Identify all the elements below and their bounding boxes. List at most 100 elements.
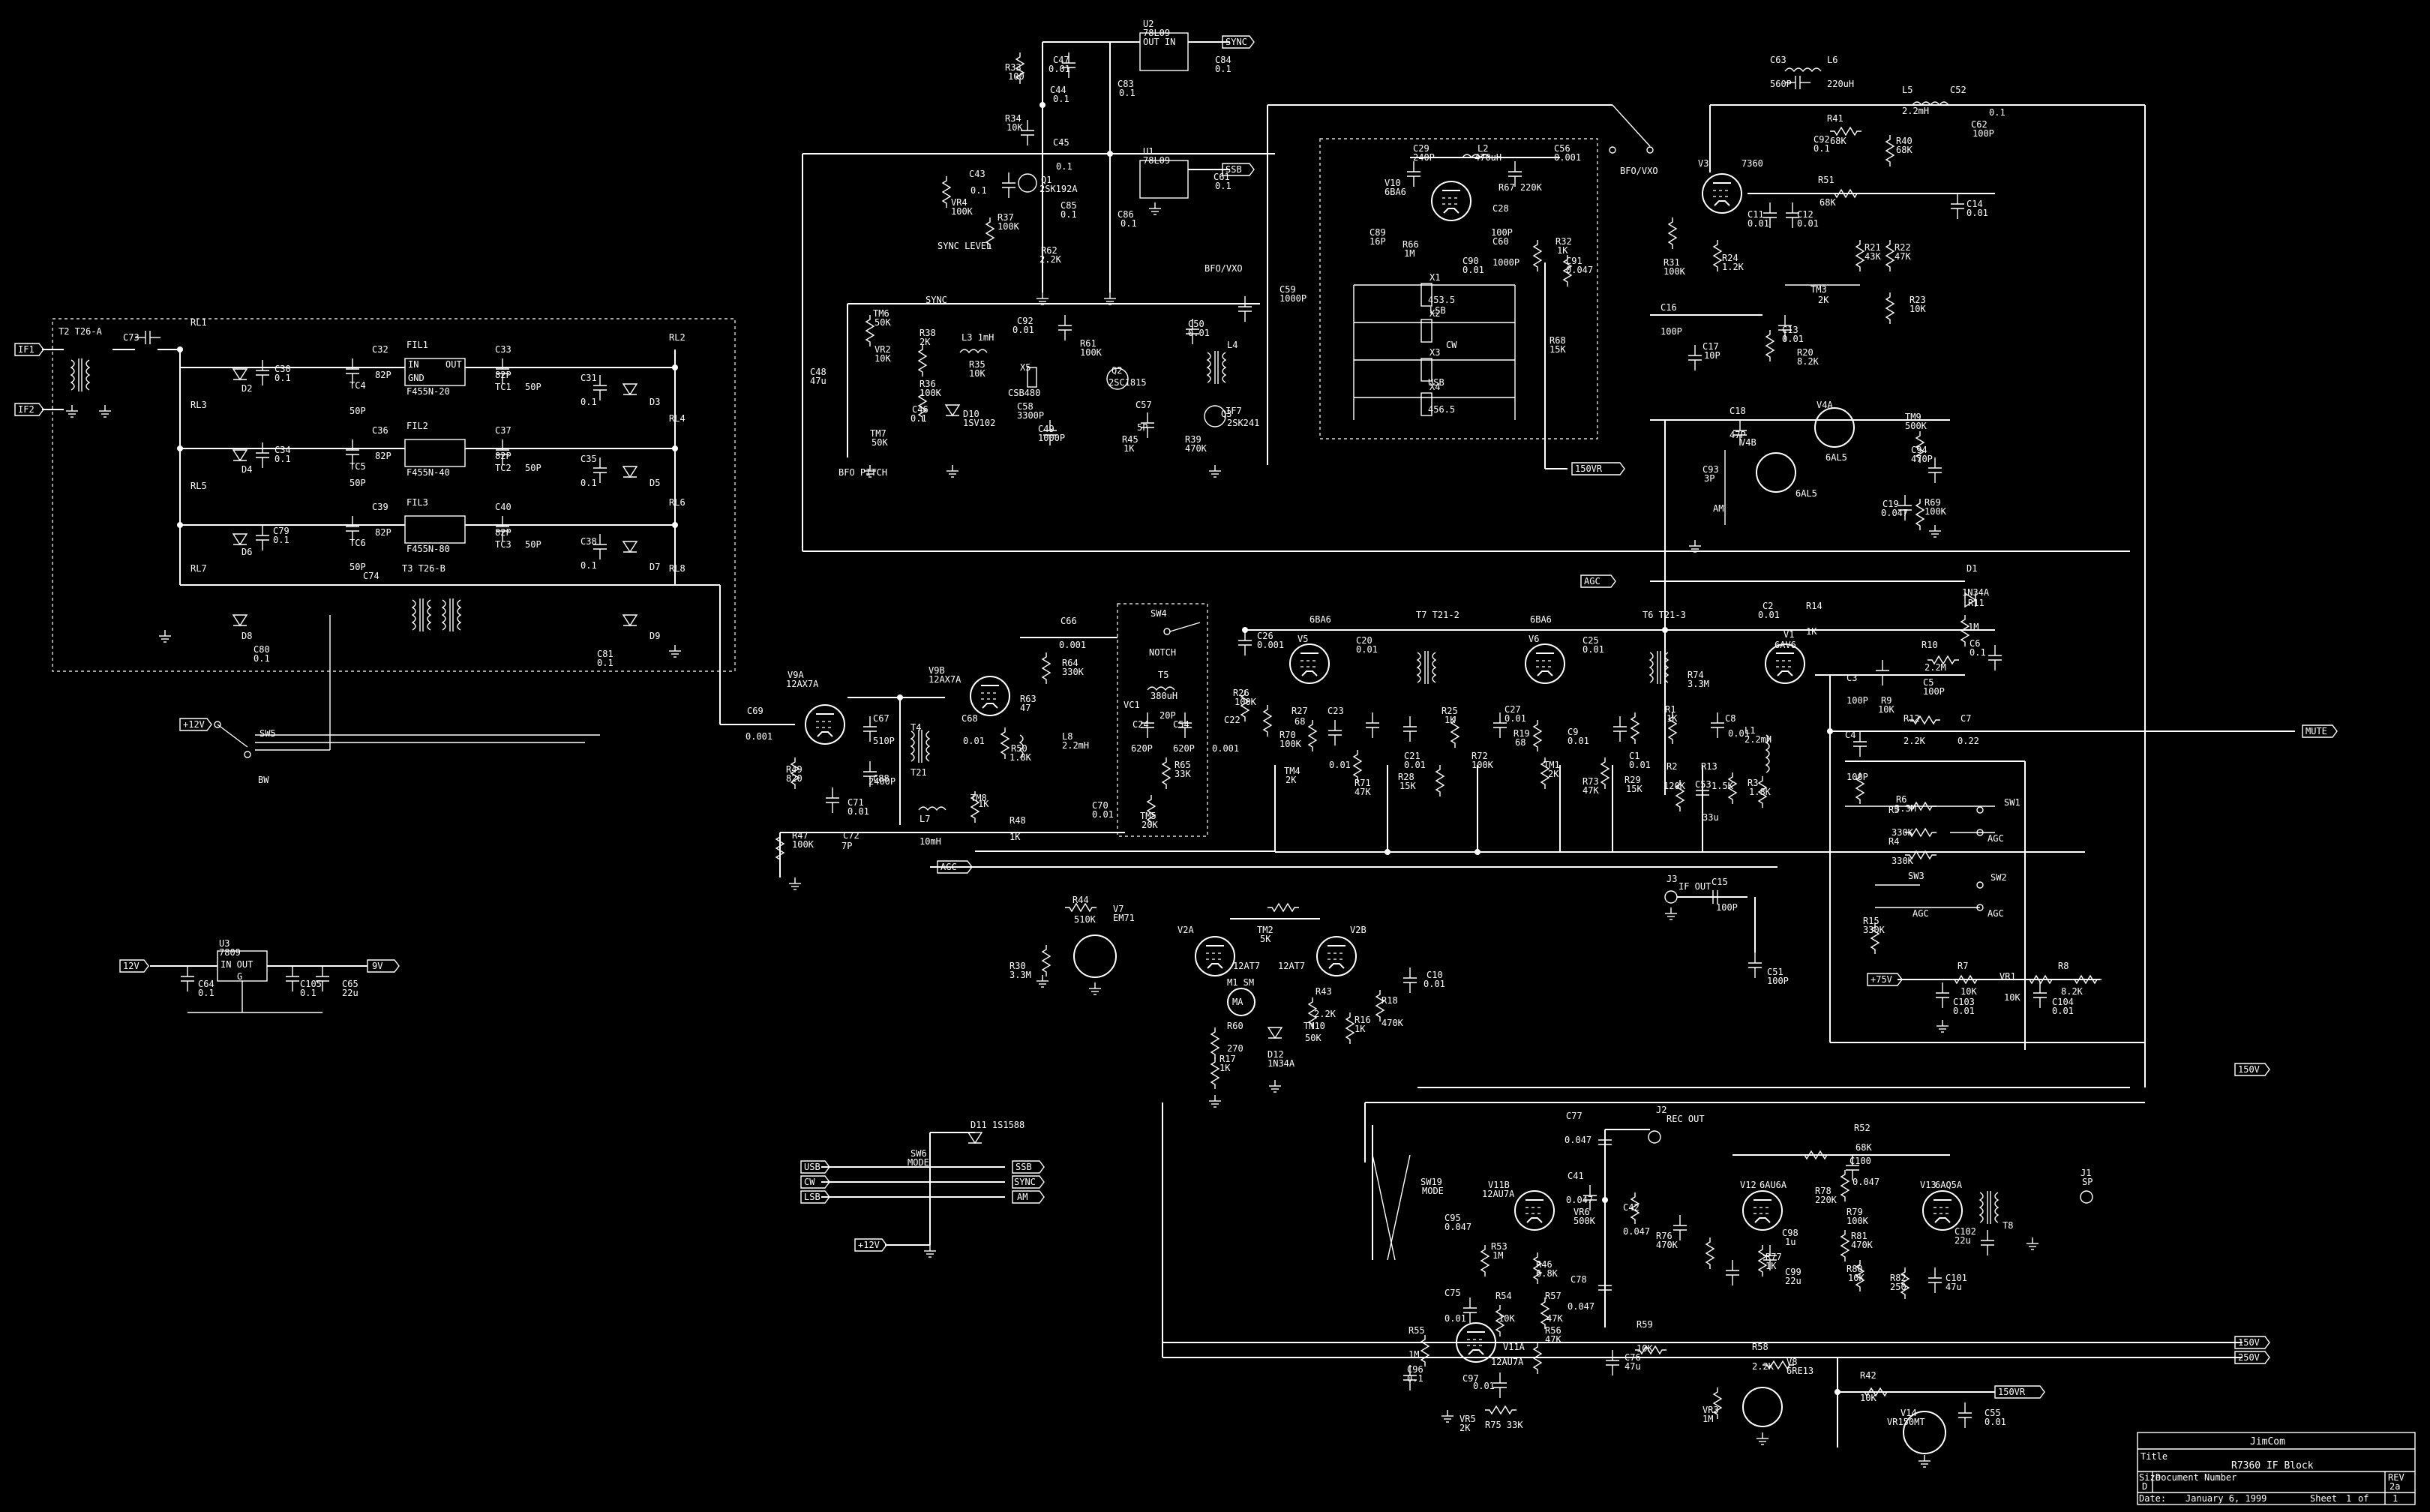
label-c9v: 0.01 — [1568, 736, 1589, 746]
label-c91: C91 — [1566, 256, 1582, 266]
label-r16v: 1K — [1354, 1024, 1366, 1034]
label-lsb_sw: LSB — [1430, 305, 1446, 316]
label-l6: L6 — [1827, 55, 1838, 65]
label-c18: C18 — [1730, 406, 1746, 416]
label-r51: R51 — [1818, 175, 1834, 185]
label-c32: C32 — [372, 344, 388, 355]
label-l7v: 10mH — [920, 836, 941, 847]
tb-sheet-label: Sheet — [2310, 1493, 2337, 1504]
label-vr3: VR3 — [1702, 1405, 1719, 1415]
label-c7v: 0.22 — [1958, 736, 1979, 746]
label-sw1: SW1 — [2004, 797, 2020, 808]
label-c57v: 5P — [1137, 422, 1148, 433]
label-vr5: VR5 — [1460, 1414, 1476, 1424]
label-c32v: 82P — [375, 370, 392, 380]
label-c14v: 0.01 — [1966, 208, 1988, 218]
label-c68v: 0.01 — [963, 736, 985, 746]
label-t8: T8 — [2002, 1220, 2013, 1231]
label-r35: R35 — [969, 359, 986, 370]
label-v1: V1 — [1784, 629, 1794, 640]
label-c98: C98 — [1782, 1228, 1798, 1238]
label-v7p: EM71 — [1113, 913, 1135, 923]
tb-company: JimCom — [2250, 1436, 2285, 1448]
label-c11: C11 — [1748, 209, 1764, 220]
label-r42v: 10K — [1860, 1393, 1876, 1403]
mode-switch-sw6 — [821, 1132, 1005, 1246]
label-d5: D5 — [650, 478, 660, 488]
label-vr2v: 10K — [874, 353, 891, 364]
label-r17v: 1K — [1220, 1063, 1231, 1073]
label-c81v: 0.1 — [597, 658, 614, 668]
label-r58v: 2.2K — [1752, 1361, 1774, 1372]
label-r56v: 47K — [1545, 1334, 1562, 1345]
label-tc3v: 50P — [525, 539, 542, 550]
label-c53: C53 — [1695, 779, 1712, 790]
label-vr4v: 100K — [951, 206, 974, 217]
label-c46: C46 — [912, 404, 928, 415]
label-tm5: TM5 — [1140, 811, 1156, 821]
tb-size-label: Size — [2139, 1472, 2161, 1483]
label-c70v: 0.01 — [1092, 809, 1114, 820]
label-c105v: 0.1 — [300, 988, 316, 998]
label-v2ap: 12AT7 — [1233, 961, 1260, 971]
label-t3: T3 T26-B — [402, 563, 446, 574]
label-c26v: 0.001 — [1257, 640, 1284, 650]
label-c26: C26 — [1257, 631, 1274, 641]
filter-block-outline — [52, 318, 736, 672]
label-fil3p: F455N-80 — [406, 544, 450, 554]
label-c47v: 0.01 — [1048, 64, 1070, 74]
label-r68: R68 — [1550, 335, 1566, 346]
port-150v-b: 150V — [2238, 1337, 2260, 1348]
label-c6v: 0.1 — [1970, 647, 1986, 658]
label-r80v: 10K — [1848, 1273, 1864, 1283]
label-c51: C51 — [1767, 967, 1784, 977]
label-c28v: 100P — [1491, 227, 1513, 238]
label-r73: R73 — [1582, 776, 1599, 787]
label-notch: NOTCH — [1149, 647, 1176, 658]
label-r30: R30 — [1010, 961, 1026, 971]
label-tm10v: 50K — [1305, 1033, 1322, 1043]
label-c42: C42 — [1623, 1202, 1640, 1213]
label-q1: Q1 — [1041, 175, 1052, 185]
label-c72: C72 — [843, 830, 860, 841]
label-r27: R27 — [1292, 706, 1308, 716]
label-r14: R14 — [1806, 601, 1822, 611]
label-r40v: 68K — [1896, 145, 1912, 155]
label-agc_sw1: AGC — [1988, 833, 2004, 844]
label-r7v: 10K — [1960, 986, 1977, 997]
label-sw6: SW6 — [910, 1148, 927, 1159]
label-r31: R31 — [1664, 257, 1680, 268]
label-c103v: 0.01 — [1953, 1006, 1975, 1016]
label-bfovxo: BFO/VXO — [1204, 263, 1243, 274]
label-r64v: 330K — [1062, 667, 1084, 677]
label-l1: L1 — [1744, 725, 1755, 736]
label-d7: D7 — [650, 562, 660, 572]
label-u3: U3 — [219, 938, 230, 949]
label-c39: C39 — [372, 502, 388, 512]
label-j3l: IF OUT — [1678, 881, 1711, 892]
label-fil2p: F455N-40 — [406, 467, 450, 478]
port-ssb-top: SSB — [1226, 164, 1242, 175]
label-r65: R65 — [1174, 760, 1191, 770]
label-c54: C54 — [1173, 719, 1190, 730]
label-c19v: 0.047 — [1881, 508, 1908, 518]
label-c52: C52 — [1950, 85, 1966, 95]
label-v8: V8 — [1786, 1357, 1797, 1367]
label-r56: R56 — [1545, 1325, 1562, 1336]
label-c36: C36 — [372, 425, 388, 436]
label-c33: C33 — [495, 344, 512, 355]
label-r24: R24 — [1722, 253, 1738, 263]
label-r34: R34 — [1005, 113, 1022, 124]
label-r36: R36 — [920, 379, 936, 389]
label-r26: R26 — [1233, 688, 1250, 698]
label-tm4: TM4 — [1284, 766, 1300, 776]
label-agc_sw2: AGC — [1988, 908, 2004, 919]
label-c72v: 7P — [842, 841, 852, 851]
label-c83v: 0.1 — [1119, 88, 1136, 98]
label-u1p: 78L09 — [1143, 155, 1170, 166]
label-c35v: 0.1 — [580, 478, 597, 488]
label-out: OUT — [446, 359, 462, 370]
label-bfopitch: BFO PITCH — [838, 467, 887, 478]
label-if7: IF7 — [1226, 406, 1242, 416]
label-c90: C90 — [1462, 256, 1479, 266]
